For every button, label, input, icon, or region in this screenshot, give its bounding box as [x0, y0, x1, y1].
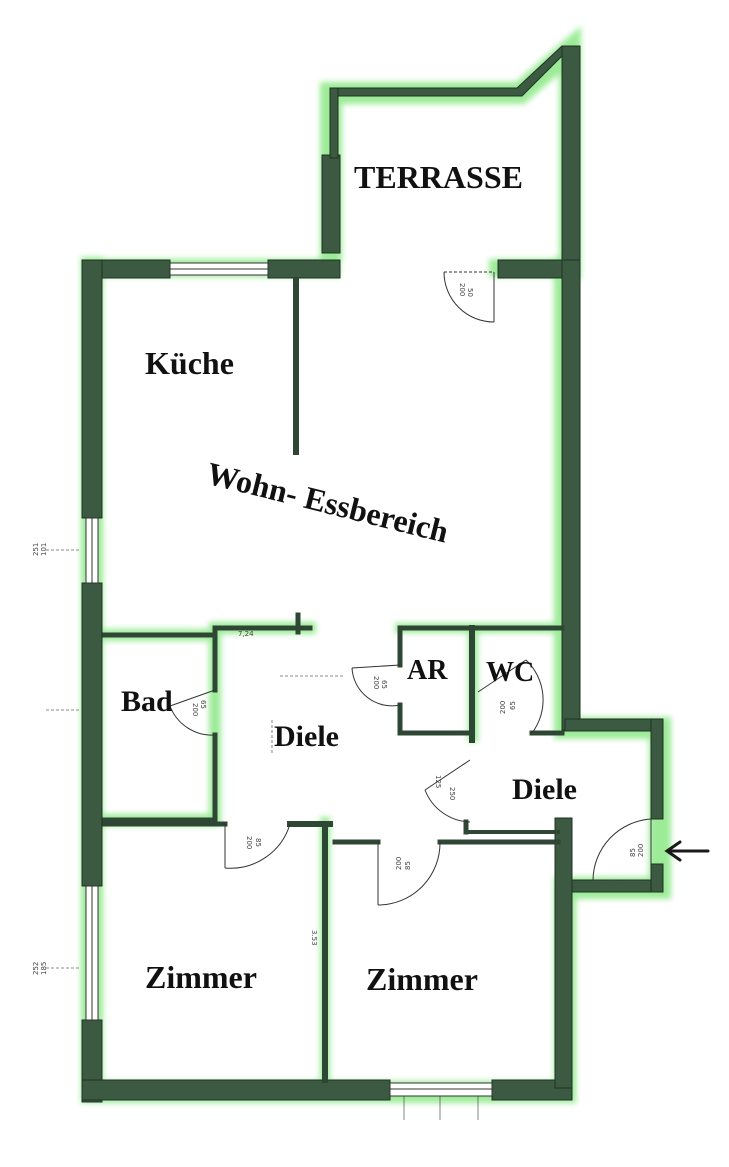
- doors: [169, 271, 652, 906]
- interior-walls: [102, 277, 565, 1083]
- wall-left-2: [81, 582, 103, 887]
- dim-zimmer1-1: 85: [254, 838, 262, 847]
- wall-left-1: [81, 259, 103, 519]
- terrace-wall-left: [321, 154, 341, 254]
- dim-window-lower-2: 252: [32, 962, 40, 975]
- dim-window-upper-2: 251: [32, 543, 40, 556]
- wall-entrance-bottom: [571, 879, 664, 893]
- bad-door: [169, 689, 216, 736]
- terrace-wall-right: [561, 45, 581, 277]
- wall-entrance-right: [650, 718, 664, 820]
- dim-wall: 3.53: [310, 930, 318, 946]
- wc-door: [477, 659, 544, 734]
- entrance-door: [592, 818, 652, 881]
- room-label-kueche: Küche: [145, 345, 234, 381]
- dim-window-lower-1: 185: [40, 962, 48, 975]
- dim-entrance-2: 200: [637, 844, 645, 857]
- room-label-zimmer-2: Zimmer: [366, 961, 478, 997]
- room-labels: TERRASSE Küche Wohn- Essbereich Bad AR W…: [121, 159, 577, 997]
- terrace-wall-top: [331, 45, 581, 97]
- dim-terrace-door-1: 50: [466, 288, 474, 297]
- room-label-ar: AR: [407, 655, 448, 686]
- windows: [85, 262, 493, 1120]
- wall-right-1: [561, 259, 581, 731]
- ar-door: [351, 664, 401, 707]
- dim-wc-door-1: 65: [509, 701, 517, 710]
- entrance-arrow-icon: [664, 840, 710, 862]
- dim-bad-door-1: 65: [199, 700, 207, 709]
- zimmer1-door: [224, 823, 291, 869]
- room-label-zimmer-1: Zimmer: [145, 959, 257, 995]
- dim-wc-door-2: 200: [499, 701, 507, 714]
- dim-7-24: 7,24: [238, 630, 254, 638]
- wall-entrance-right-low: [650, 863, 664, 893]
- wall-top-mid: [267, 259, 341, 279]
- diele-door: [424, 759, 471, 823]
- room-label-diele-2: Diele: [512, 773, 577, 806]
- guide-lines: [46, 549, 345, 969]
- dim-zimmer2-2: 200: [395, 857, 403, 870]
- zimmer2-door: [377, 841, 441, 906]
- wall-right-2: [554, 817, 573, 1089]
- room-label-wc: WC: [486, 657, 534, 688]
- dim-diele-door-2: 125: [434, 775, 442, 788]
- dim-diele-door-1: 250: [448, 787, 456, 800]
- room-label-terrasse: TERRASSE: [354, 159, 523, 195]
- dim-bad-door-2: 200: [191, 703, 199, 716]
- dim-zimmer2-1: 85: [404, 861, 412, 870]
- room-label-diele-1: Diele: [274, 720, 339, 753]
- room-label-bad: Bad: [121, 685, 173, 718]
- dim-entrance-1: 85: [629, 848, 637, 857]
- terrace-wall-left-top: [329, 87, 339, 159]
- dim-ar-door-2: 200: [372, 676, 380, 689]
- dimension-labels: 50 200 65 200 65 200 65 200 250 125 85 2…: [32, 283, 645, 975]
- dim-zimmer1-2: 200: [245, 836, 253, 849]
- wall-bottom-left: [81, 1079, 391, 1101]
- dim-terrace-door-2: 200: [458, 283, 466, 296]
- terrace-door: [443, 271, 495, 323]
- dim-ar-door-1: 65: [380, 680, 388, 689]
- wall-entrance-top: [564, 718, 664, 732]
- dim-window-upper-1: 101: [40, 543, 48, 556]
- room-label-wohn: Wohn- Essbereich: [203, 455, 452, 550]
